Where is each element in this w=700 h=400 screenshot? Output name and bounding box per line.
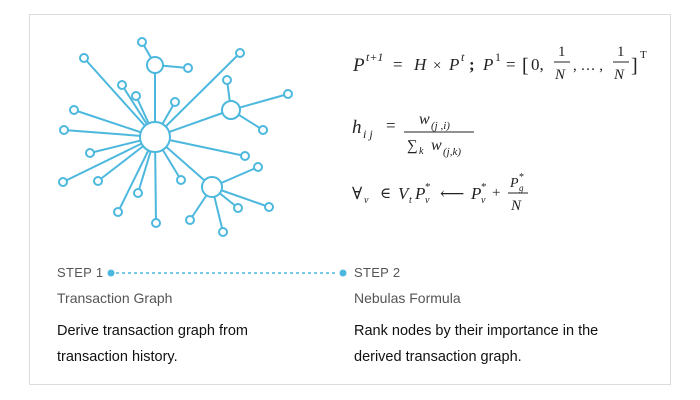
- graph-node: [185, 215, 195, 225]
- step-2-dot: [339, 269, 347, 277]
- step-1-label: STEP 1: [57, 265, 104, 280]
- graph-node: [264, 202, 274, 212]
- graph-node: [176, 175, 186, 185]
- step-1-description: Derive transaction graph from transactio…: [57, 323, 248, 365]
- step-2-description: Rank nodes by their importance in the de…: [354, 323, 599, 365]
- graph-node: [253, 162, 263, 172]
- graph-node: [283, 89, 293, 99]
- graph-hub: [146, 56, 164, 74]
- graph-node: [218, 227, 228, 237]
- step-1-dot: [107, 269, 115, 277]
- graph-node: [59, 125, 69, 135]
- graph-node: [131, 91, 141, 101]
- graph-node: [183, 63, 193, 73]
- step-2-title: Nebulas Formula: [354, 290, 461, 306]
- graph-node: [93, 176, 103, 186]
- graph-node: [222, 75, 232, 85]
- graph-node: [233, 203, 243, 213]
- graph-node: [133, 188, 143, 198]
- graph-hub: [221, 100, 241, 120]
- graph-hub: [139, 121, 171, 153]
- diagram-card: [29, 14, 671, 385]
- graph-node: [58, 177, 68, 187]
- graph-node: [235, 48, 245, 58]
- graph-node: [170, 97, 180, 107]
- graph-node: [240, 151, 250, 161]
- graph-hub: [201, 176, 223, 198]
- graph-node: [258, 125, 268, 135]
- step-1-title: Transaction Graph: [57, 290, 173, 306]
- transaction-graph: [58, 37, 293, 237]
- graph-node: [137, 37, 147, 47]
- step-2-label: STEP 2: [354, 265, 401, 280]
- graph-node: [85, 148, 95, 158]
- graph-node: [151, 218, 161, 228]
- graph-node: [79, 53, 89, 63]
- graph-node: [113, 207, 123, 217]
- graph-node: [69, 105, 79, 115]
- graph-node: [117, 80, 127, 90]
